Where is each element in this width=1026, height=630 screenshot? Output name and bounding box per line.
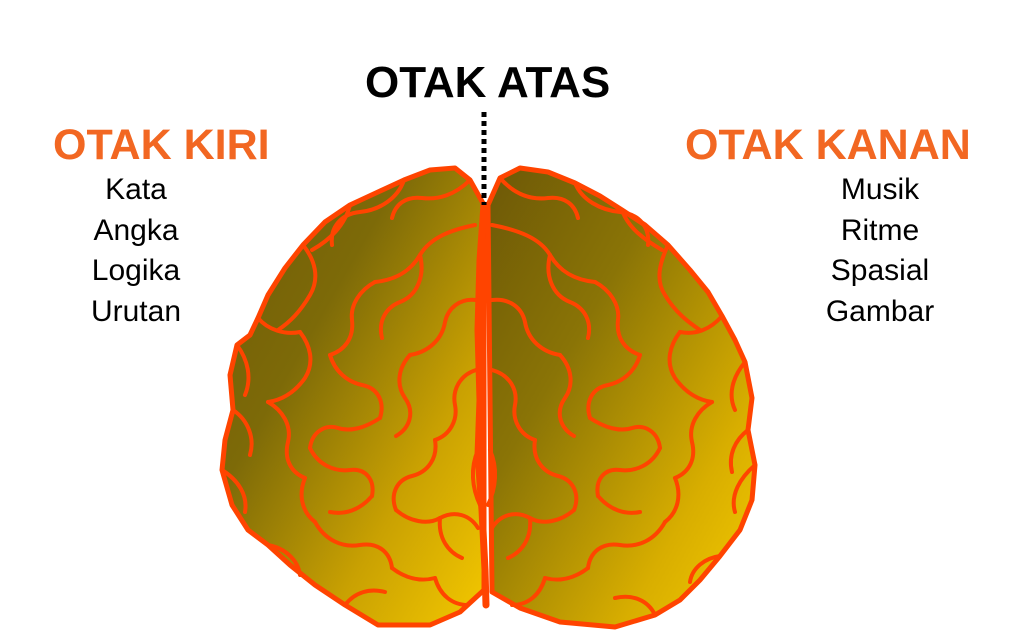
- right-brain-list: Musik Ritme Spasial Gambar: [800, 170, 960, 332]
- list-item: Ritme: [840, 213, 920, 247]
- right-brain-heading: OTAK KANAN: [685, 121, 971, 169]
- list-item: Kata: [105, 173, 167, 206]
- longitudinal-fissure: [474, 201, 490, 609]
- list-item: Logika: [91, 254, 181, 287]
- list-item: Spasial: [830, 254, 930, 287]
- list-item: Angka: [93, 213, 179, 247]
- list-item: Gambar: [825, 294, 935, 328]
- right-hemisphere: [485, 165, 758, 630]
- left-brain-heading: OTAK KIRI: [53, 121, 270, 169]
- list-item: Urutan: [90, 294, 182, 328]
- top-brain-title: OTAK ATAS: [365, 58, 611, 107]
- list-item: Musik: [840, 173, 920, 206]
- right-folds: [486, 176, 757, 617]
- left-hemisphere: [219, 165, 487, 628]
- left-brain-list: Kata Angka Logika Urutan: [56, 170, 216, 332]
